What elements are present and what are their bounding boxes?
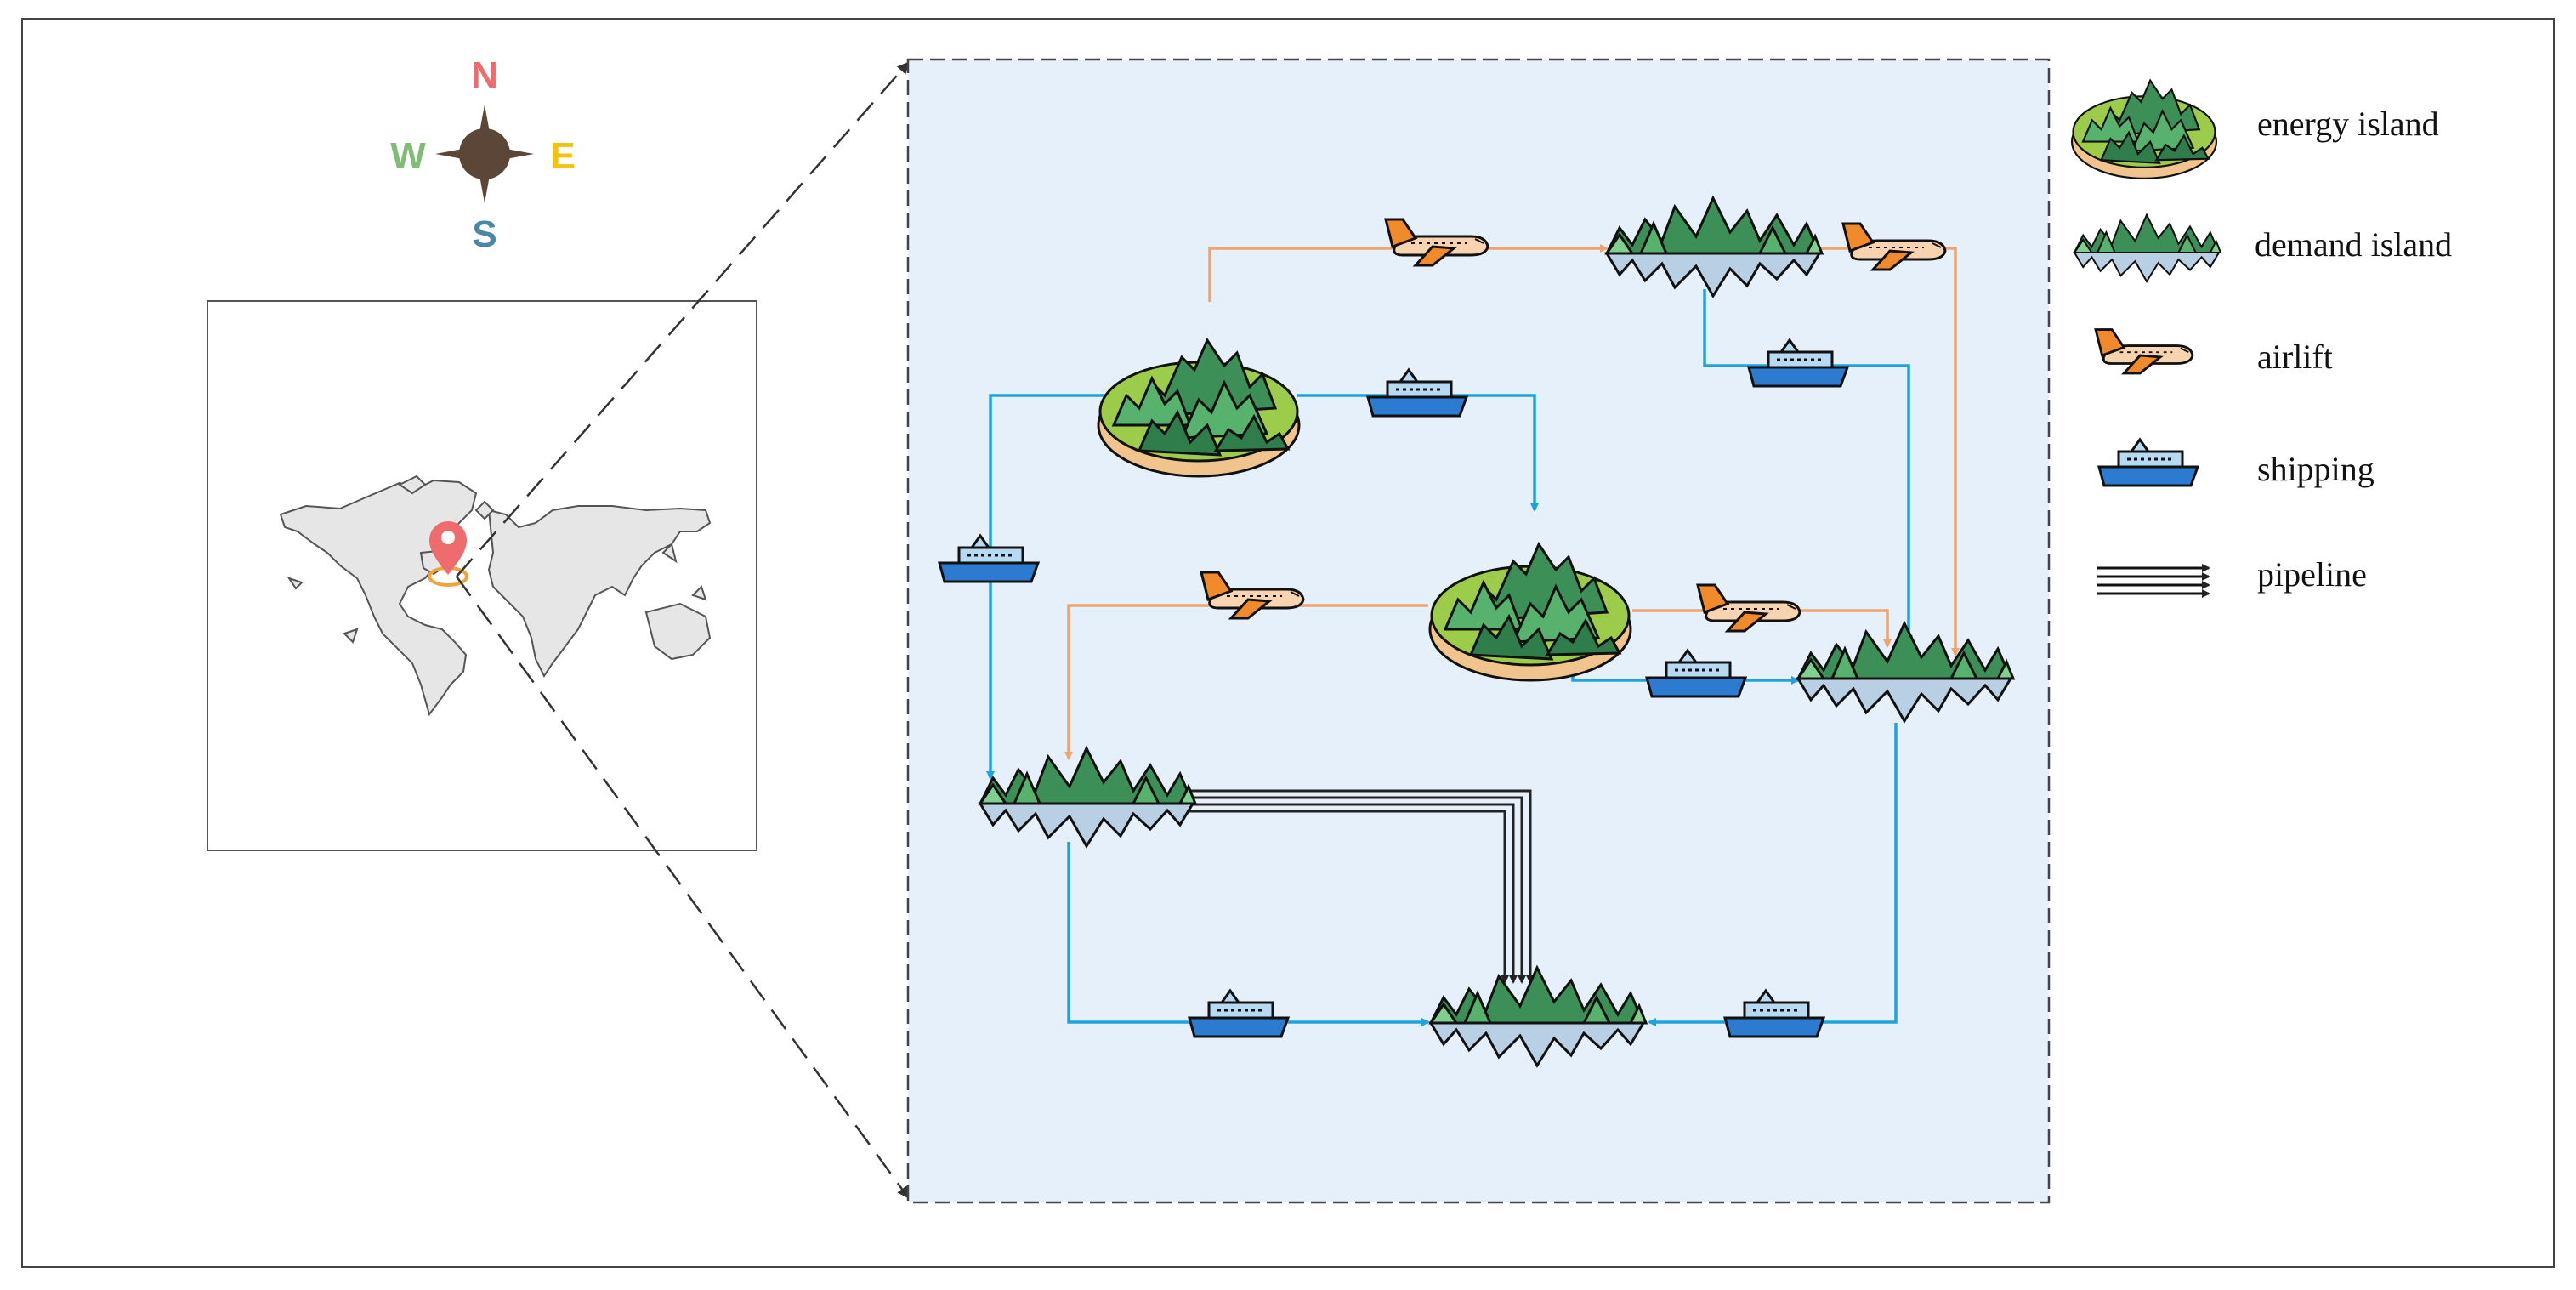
ship-route-e1-west (986, 394, 1105, 780)
compass-west-label: W (390, 135, 426, 177)
location-pin-icon (428, 521, 468, 587)
legend-airlift-label: airlift (2257, 338, 2333, 376)
legend-energy-island-icon (2070, 79, 2218, 179)
outer-frame (21, 18, 2555, 1268)
legend-ship-icon (2097, 438, 2199, 487)
air-route-e2-d3 (1064, 604, 1428, 760)
legend-demand-island-icon (2073, 213, 2222, 283)
compass-south-label: S (472, 213, 496, 255)
ship-route-d3-d4 (1067, 842, 1430, 1026)
legend-shipping-label: shipping (2257, 450, 2375, 488)
compass-north-label: N (471, 54, 498, 96)
world-map-box (207, 300, 757, 851)
pipeline-route (1173, 789, 1535, 984)
legend-airplane-icon (2094, 328, 2194, 375)
zoom-line-bottom (455, 576, 910, 1199)
legend-energy-island-label: energy island (2257, 105, 2439, 143)
compass-east-label: E (550, 135, 575, 177)
compass-icon (435, 105, 534, 203)
legend-pipeline-label: pipeline (2257, 555, 2367, 594)
zoom-line-top (456, 61, 910, 577)
legend-demand-island-label: demand island (2255, 225, 2453, 264)
ship-route-e1-e2 (1297, 394, 1539, 512)
legend-pipeline-icon (2097, 564, 2210, 598)
world-map (279, 475, 712, 717)
